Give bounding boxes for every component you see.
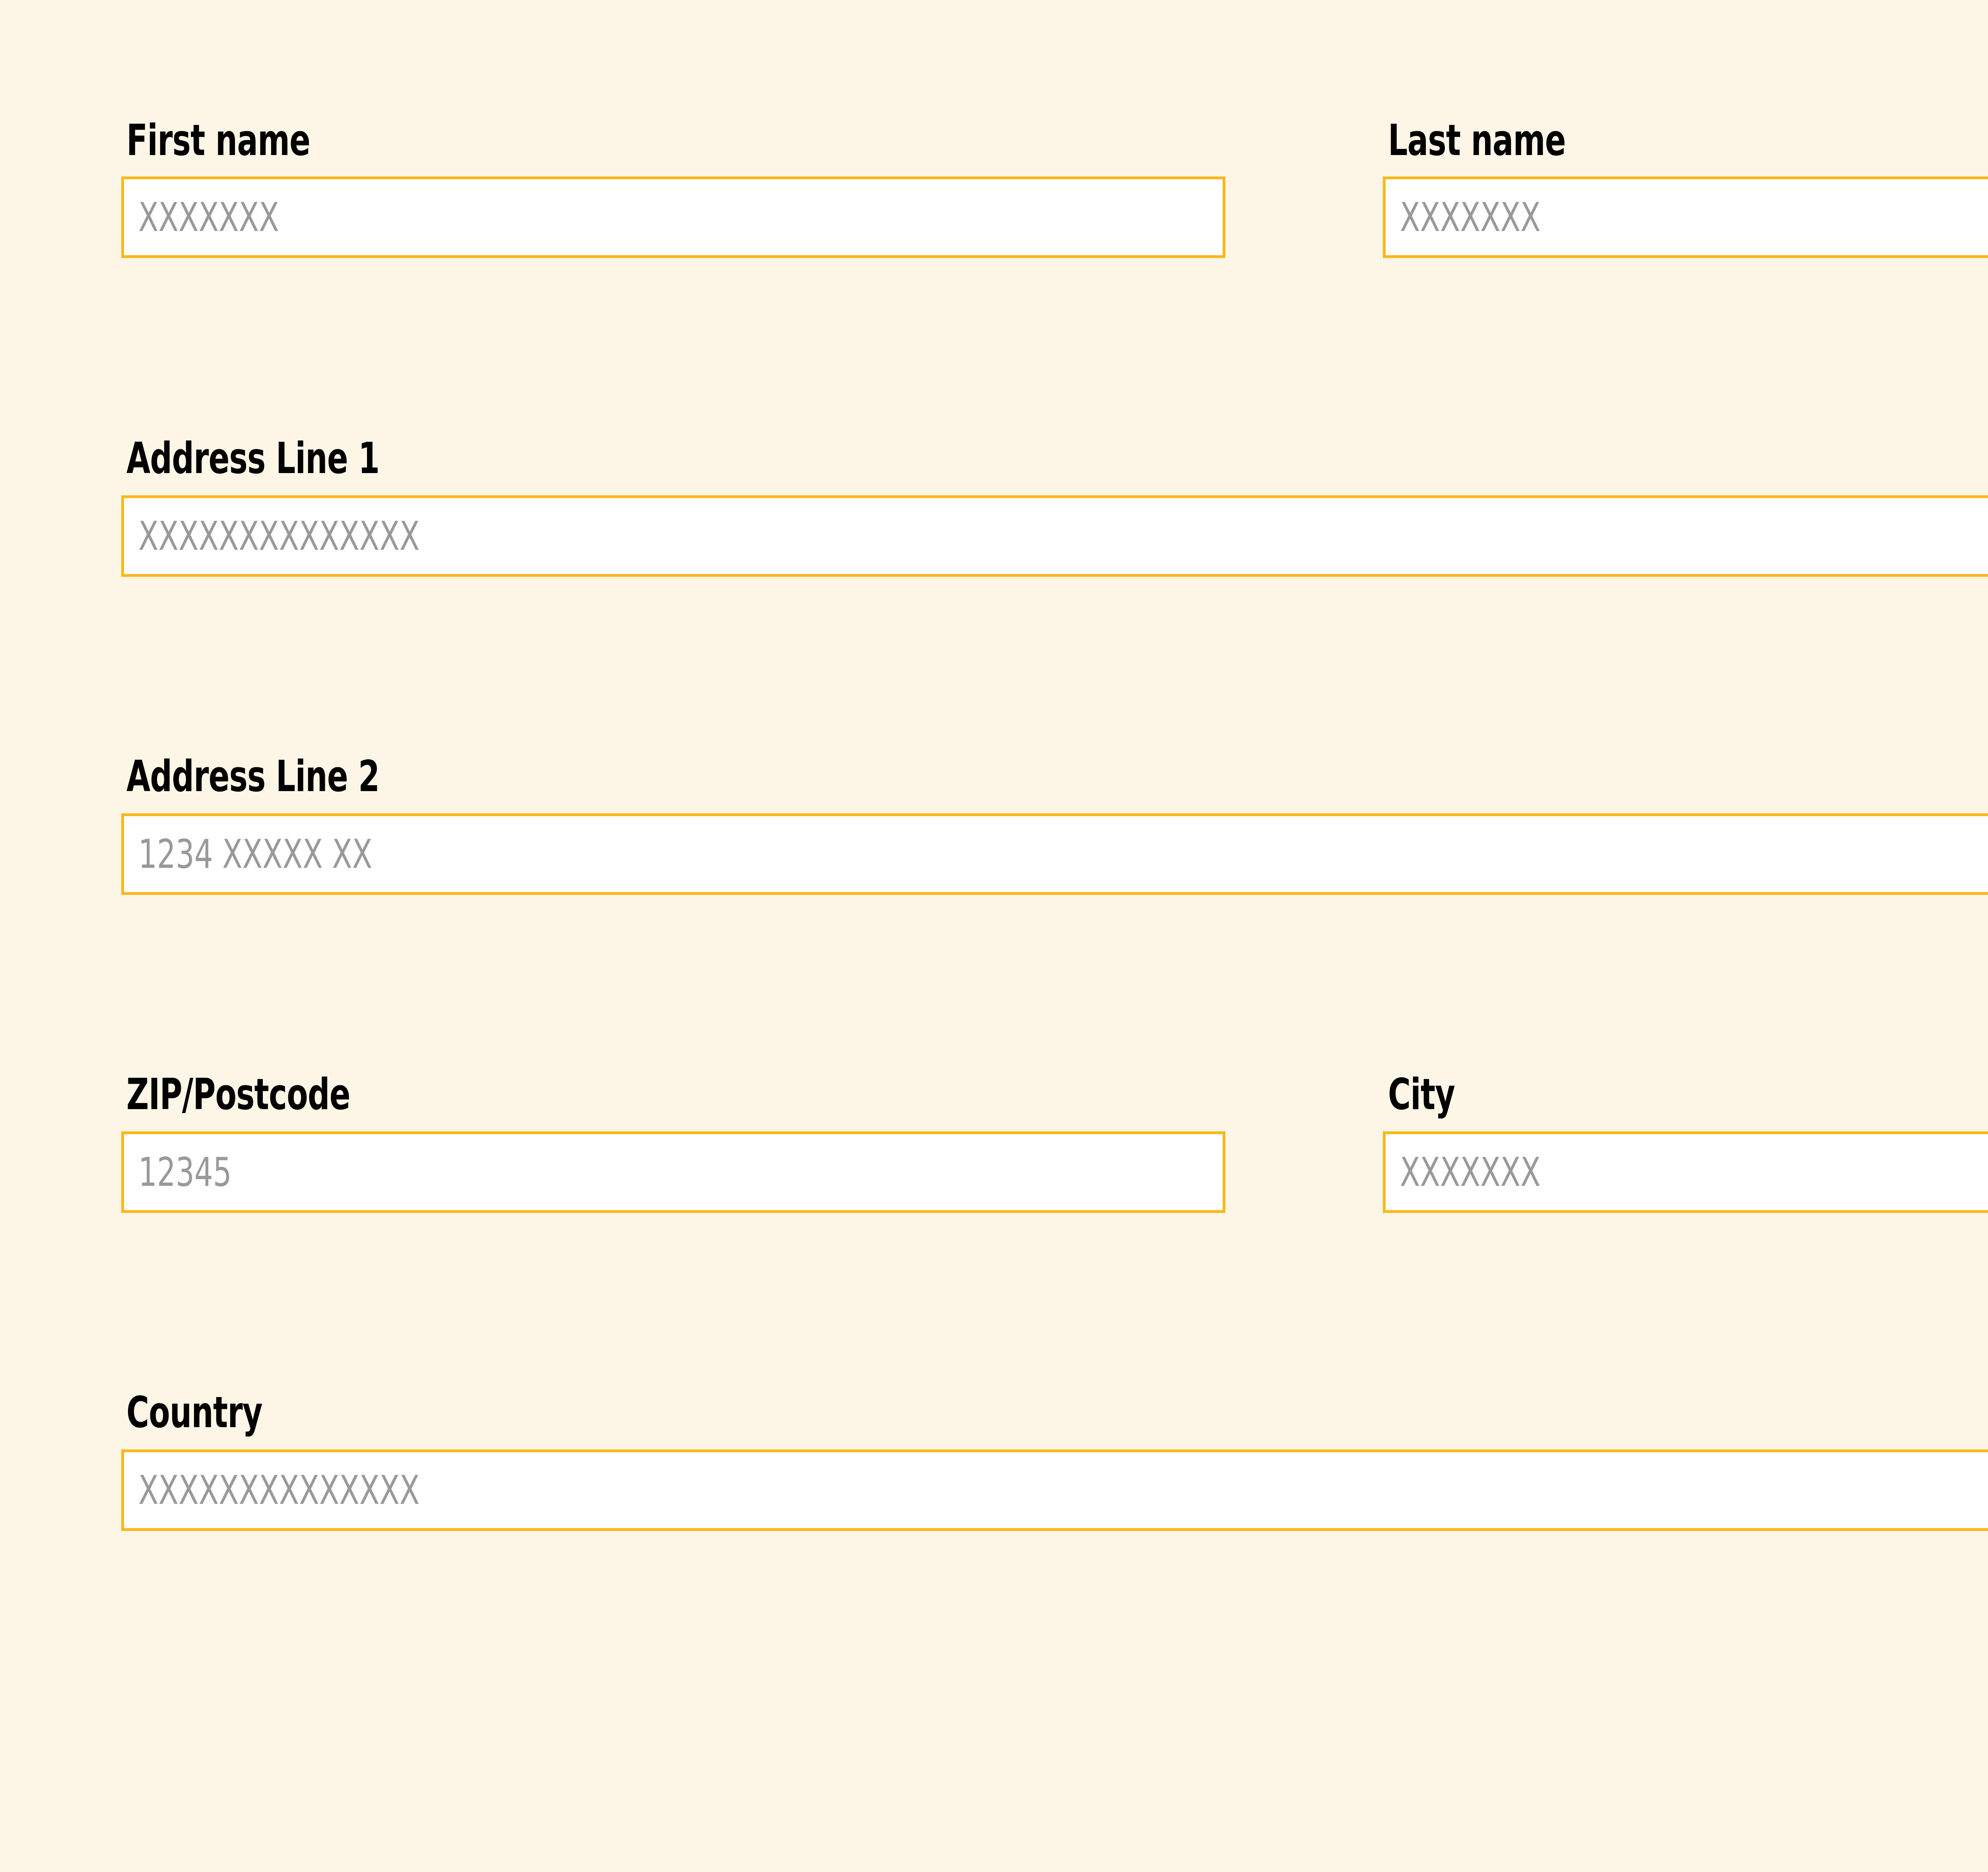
- zip-postcode-input[interactable]: 12345: [121, 1131, 1225, 1213]
- address-line-1-input[interactable]: XXXXXXXXXXXXXX: [121, 495, 1988, 577]
- last-name-label: Last name: [1388, 116, 1566, 165]
- last-name-input[interactable]: XXXXXXX: [1383, 177, 1988, 258]
- city-input[interactable]: XXXXXXX: [1383, 1131, 1988, 1213]
- first-name-input[interactable]: XXXXXXX: [121, 177, 1225, 258]
- first-name-placeholder: XXXXXXX: [138, 194, 279, 241]
- address-line-2-placeholder: 1234 XXXXX XX: [138, 830, 373, 877]
- country-label: Country: [126, 1388, 263, 1437]
- address-line-1-label: Address Line 1: [126, 434, 380, 483]
- city-placeholder: XXXXXXX: [1400, 1148, 1541, 1195]
- last-name-placeholder: XXXXXXX: [1400, 194, 1541, 241]
- zip-postcode-label: ZIP/Postcode: [126, 1070, 350, 1119]
- country-placeholder: XXXXXXXXXXXXXX: [138, 1467, 420, 1513]
- address-form: First name XXXXXXX Last name XXXXXXX Add…: [121, 0, 1988, 1872]
- address-line-2-input[interactable]: 1234 XXXXX XX: [121, 813, 1988, 895]
- first-name-label: First name: [126, 116, 311, 165]
- zip-postcode-placeholder: 12345: [138, 1148, 232, 1195]
- address-line-1-placeholder: XXXXXXXXXXXXXX: [138, 512, 420, 559]
- address-line-2-label: Address Line 2: [126, 752, 380, 801]
- country-input[interactable]: XXXXXXXXXXXXXX: [121, 1449, 1988, 1531]
- city-label: City: [1388, 1070, 1455, 1119]
